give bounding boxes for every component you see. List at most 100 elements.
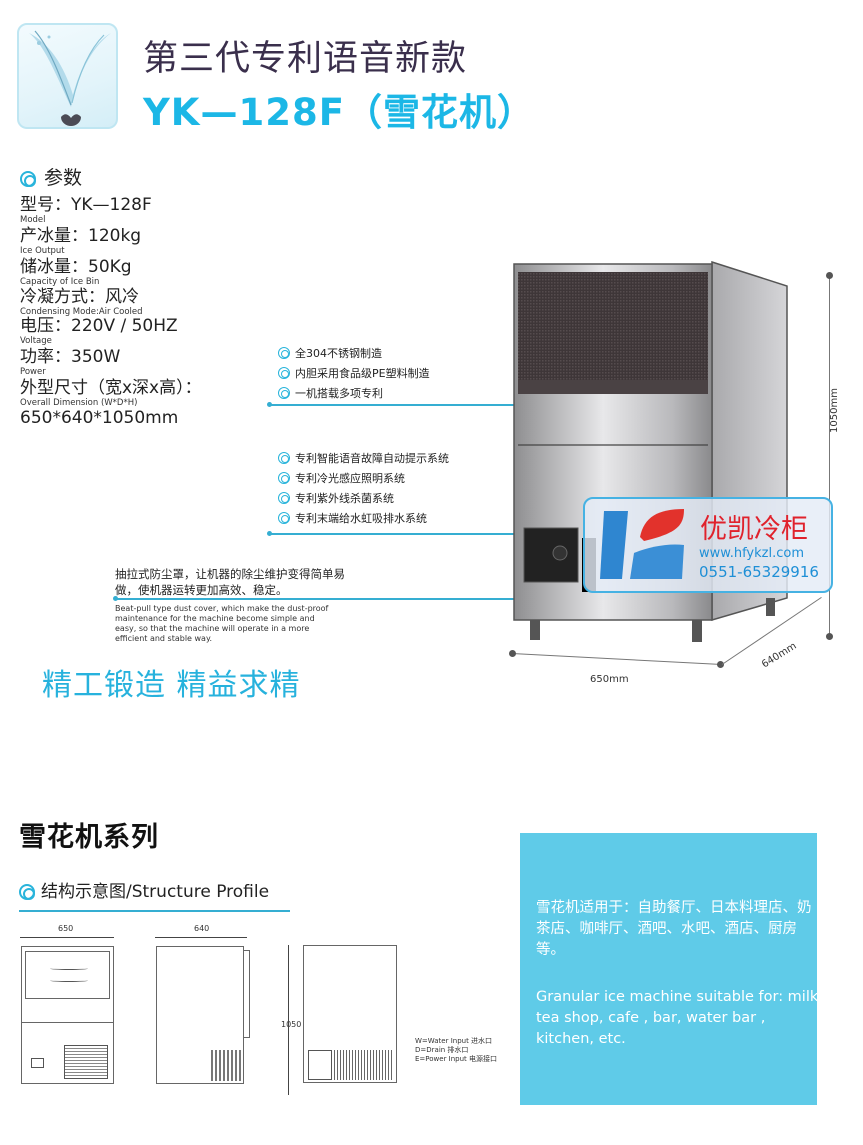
dim-dot: [509, 650, 516, 657]
spec-value: 电压：220V / 50HZ: [20, 316, 178, 336]
feature-item: 专利冷光感应照明系统: [278, 472, 405, 486]
brand-logo-icon: [600, 509, 684, 579]
feature-item: 专利智能语音故障自动提示系统: [278, 452, 449, 466]
front-view-drawing: [21, 946, 114, 1084]
spec-value: 型号：YK—128F: [20, 195, 152, 215]
usage-en: Granular ice machine suitable for: milk …: [536, 989, 819, 1047]
ring-bullet-icon: [278, 347, 290, 359]
spec-condensing: 冷凝方式：风冷 Condensing Mode:Air Cooled: [20, 287, 143, 318]
ring-bullet-icon: [20, 170, 36, 187]
dimension-value: 650*640*1050mm: [20, 408, 179, 428]
spec-label-en: Condensing Mode:Air Cooled: [20, 307, 143, 317]
usage-cn: 雪花机适用于：自助餐厅、日本料理店、奶茶店、咖啡厅、酒吧、水吧、酒店、厨房等。: [536, 900, 812, 958]
leader-line: [269, 533, 515, 535]
feature-text: 内胆采用食品级PE塑料制造: [295, 367, 430, 380]
feature-text: 专利紫外线杀菌系统: [295, 492, 394, 505]
control-display: [31, 1058, 44, 1068]
side-depth-label: 640: [194, 924, 210, 933]
feature-item: 全304不锈钢制造: [278, 347, 382, 361]
spec-label-en: Overall Dimension (W*D*H): [20, 398, 138, 408]
usage-box: [520, 833, 817, 1105]
panel-line: [22, 1022, 113, 1023]
ring-bullet-icon: [278, 492, 290, 504]
side-depth-line: [155, 937, 247, 938]
params-heading-text: 参数: [44, 167, 83, 189]
feature-text: 专利末端给水虹吸排水系统: [295, 512, 427, 525]
front-width-label: 650: [58, 924, 74, 933]
vent-grille: [64, 1045, 108, 1079]
legend-power: E=Power Input 电源接口: [415, 1055, 498, 1063]
leader-line: [115, 598, 515, 600]
feature-text: 一机搭载多项专利: [295, 387, 383, 400]
structure-heading-text: 结构示意图/Structure Profile: [41, 882, 270, 902]
side-vent: [211, 1050, 241, 1081]
legend-drain: D=Drain 排水口: [415, 1046, 469, 1054]
spec-label-en: Capacity of Ice Bin: [20, 277, 100, 287]
spec-value: 功率：350W: [20, 347, 121, 367]
spec-label-en: Voltage: [20, 336, 52, 346]
spec-bin-capacity: 储冰量：50Kg Capacity of Ice Bin: [20, 257, 132, 288]
product-title: YK—128F（雪花机）: [143, 91, 535, 134]
watermark-phone: 0551-65329916: [699, 563, 819, 581]
spec-value: 产冰量：120kg: [20, 226, 142, 246]
spec-dimension-value: 650*640*1050mm: [20, 408, 178, 428]
subtitle: 第三代专利语音新款: [143, 39, 468, 79]
drawer-handle: [50, 979, 88, 982]
water-splash-v-icon: [29, 30, 111, 126]
spec-dimension: 外型尺寸（宽x深x高）： Overall Dimension (W*D*H): [20, 378, 202, 409]
spec-value: 外型尺寸（宽x深x高）：: [20, 378, 202, 398]
series-title: 雪花机系列: [19, 822, 159, 853]
width-dim-line: [511, 653, 722, 665]
width-dim-label: 650mm: [590, 674, 629, 685]
back-view-drawing: [303, 945, 397, 1083]
dim-dot: [826, 633, 833, 640]
ring-bullet-icon: [278, 512, 290, 524]
watermark-url: www.hfykzl.com: [699, 546, 804, 561]
drawer-handle: [50, 967, 88, 970]
connector-panel: [308, 1050, 332, 1080]
spec-value: 储冰量：50Kg: [20, 257, 132, 277]
spec-label-en: Model: [20, 215, 46, 225]
depth-dim-label: 640mm: [760, 640, 799, 671]
legend-water: W=Water Input 进水口: [415, 1037, 493, 1045]
slogan: 精工锻造 精益求精: [42, 668, 301, 703]
side-panel-edge: [244, 950, 250, 1038]
back-vent: [334, 1050, 394, 1080]
feature-item: 专利末端给水虹吸排水系统: [278, 512, 427, 526]
structure-heading: 结构示意图/Structure Profile: [19, 877, 269, 902]
ring-bullet-icon: [278, 452, 290, 464]
ring-bullet-icon: [19, 884, 35, 900]
spec-power: 功率：350W Power: [20, 347, 121, 378]
structure-underline: [19, 910, 290, 912]
dim-dot: [826, 272, 833, 279]
spec-voltage: 电压：220V / 50HZ Voltage: [20, 316, 178, 347]
params-heading: 参数: [20, 163, 82, 190]
ring-bullet-icon: [278, 367, 290, 379]
dust-cover-cn: 抽拉式防尘罩，让机器的除尘维护变得简单易做，使机器运转更加高效、稳定。: [115, 567, 345, 597]
feature-text: 全304不锈钢制造: [295, 347, 382, 360]
spec-label-en: Ice Output: [20, 246, 65, 256]
ring-bullet-icon: [278, 472, 290, 484]
spec-label-en: Power: [20, 367, 46, 377]
dim-dot: [717, 661, 724, 668]
feature-item: 内胆采用食品级PE塑料制造: [278, 367, 430, 381]
back-height-label: 1050: [281, 1020, 302, 1029]
watermark-name: 优凯冷柜: [700, 514, 808, 545]
back-height-line: [288, 945, 289, 1095]
height-dim-label: 1050mm: [828, 388, 840, 433]
front-drawer: [25, 951, 110, 999]
feature-item: 专利紫外线杀菌系统: [278, 492, 394, 506]
logo: [17, 23, 118, 129]
ring-bullet-icon: [278, 387, 290, 399]
spec-value: 冷凝方式：风冷: [20, 287, 139, 307]
leader-line: [269, 404, 515, 406]
feature-item: 一机搭载多项专利: [278, 387, 383, 401]
side-view-drawing: [156, 946, 244, 1084]
feature-text: 专利冷光感应照明系统: [295, 472, 405, 485]
feature-text: 专利智能语音故障自动提示系统: [295, 452, 449, 465]
spec-ice-output: 产冰量：120kg Ice Output: [20, 226, 142, 257]
spec-model: 型号：YK—128F Model: [20, 195, 152, 226]
front-width-line: [20, 937, 114, 938]
dust-cover-en: Beat-pull type dust cover, which make th…: [115, 604, 329, 643]
height-dim-line: [829, 275, 830, 639]
